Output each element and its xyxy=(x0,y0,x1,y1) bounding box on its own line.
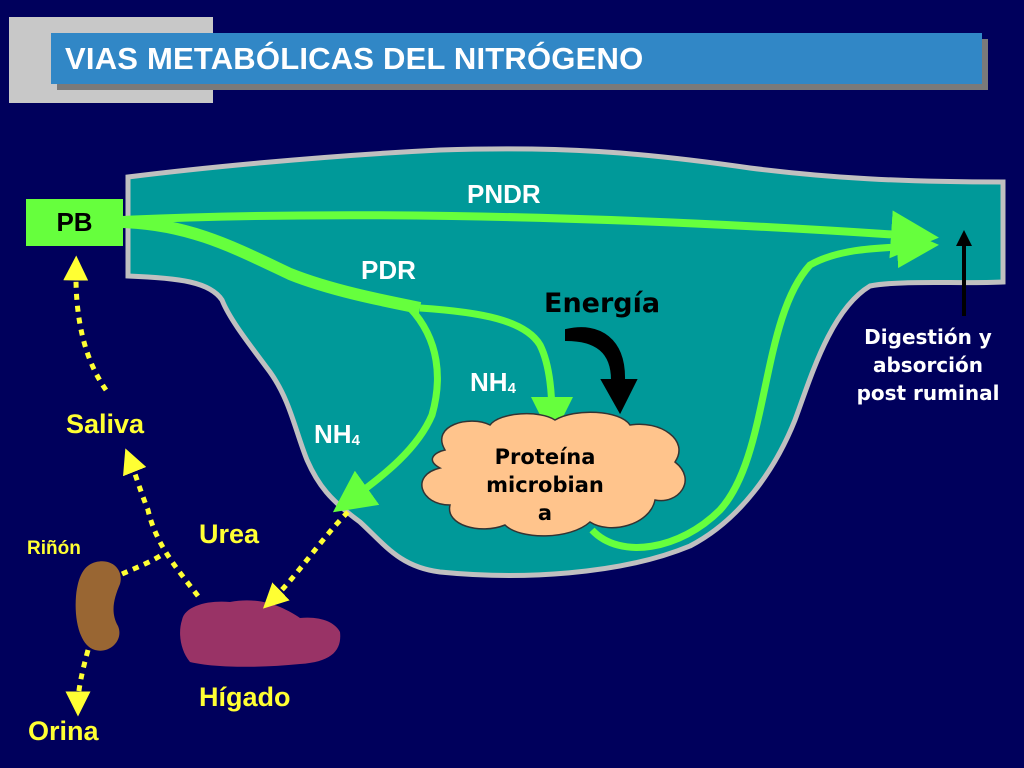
pndr-label: PNDR xyxy=(467,179,541,209)
microbial-protein-label: Proteína microbian a xyxy=(455,443,635,527)
urea-label: Urea xyxy=(199,519,260,549)
page-title: VIAS METABÓLICAS DEL NITRÓGENO xyxy=(65,40,644,76)
nh4-upper-label: NH4 xyxy=(470,367,516,398)
rumen-to-liver-dotted-arrow xyxy=(262,510,350,609)
nh4-lower-label: NH4 xyxy=(314,419,360,450)
microbial-protein-cloud xyxy=(421,411,686,537)
liver-label: Hígado xyxy=(199,682,291,712)
digestion-label: Digestión y absorción post ruminal xyxy=(838,323,1018,407)
digestion-line1: Digestión y xyxy=(864,325,992,349)
energy-arrow xyxy=(565,327,638,415)
saliva-label: Saliva xyxy=(66,409,145,439)
digestion-arrowhead xyxy=(956,230,972,246)
kidney-shape xyxy=(75,561,121,651)
nh4-lower-base: NH xyxy=(314,419,352,449)
liver-to-saliva-dotted-arrow xyxy=(123,448,200,598)
pndr-arrow xyxy=(121,210,939,259)
energy-label: Energía xyxy=(544,288,661,319)
nh4-upper-sub: 4 xyxy=(507,380,516,397)
nh4-to-liver-arrow xyxy=(332,305,441,513)
protein-to-postruminal-arrow xyxy=(589,226,939,551)
pdr-label: PDR xyxy=(361,255,416,285)
rumen-shape xyxy=(125,146,1006,578)
microbial-protein-line3: a xyxy=(537,501,553,525)
liver-shape xyxy=(180,600,341,667)
saliva-to-pb-dotted-arrow xyxy=(63,255,109,392)
urine-label: Orina xyxy=(28,716,99,746)
pb-label: PB xyxy=(56,207,93,237)
nh4-upper-base: NH xyxy=(470,367,508,397)
kidney-label: Riñón xyxy=(27,538,81,559)
pb-box: PB xyxy=(26,199,123,246)
pdr-trunk xyxy=(121,216,422,314)
digestion-line2: absorción xyxy=(872,353,983,377)
nh4-lower-sub: 4 xyxy=(351,432,360,449)
microbial-protein-line2: microbian xyxy=(486,473,604,497)
nh4-to-protein-arrow xyxy=(419,304,573,439)
digestion-line3: post ruminal xyxy=(856,381,1000,405)
junction-to-kidney-dotted-line xyxy=(118,553,162,578)
kidney-to-orina-dotted-arrow xyxy=(65,649,91,717)
title-bar: VIAS METABÓLICAS DEL NITRÓGENO xyxy=(51,33,982,84)
microbial-protein-line1: Proteína xyxy=(494,445,596,469)
